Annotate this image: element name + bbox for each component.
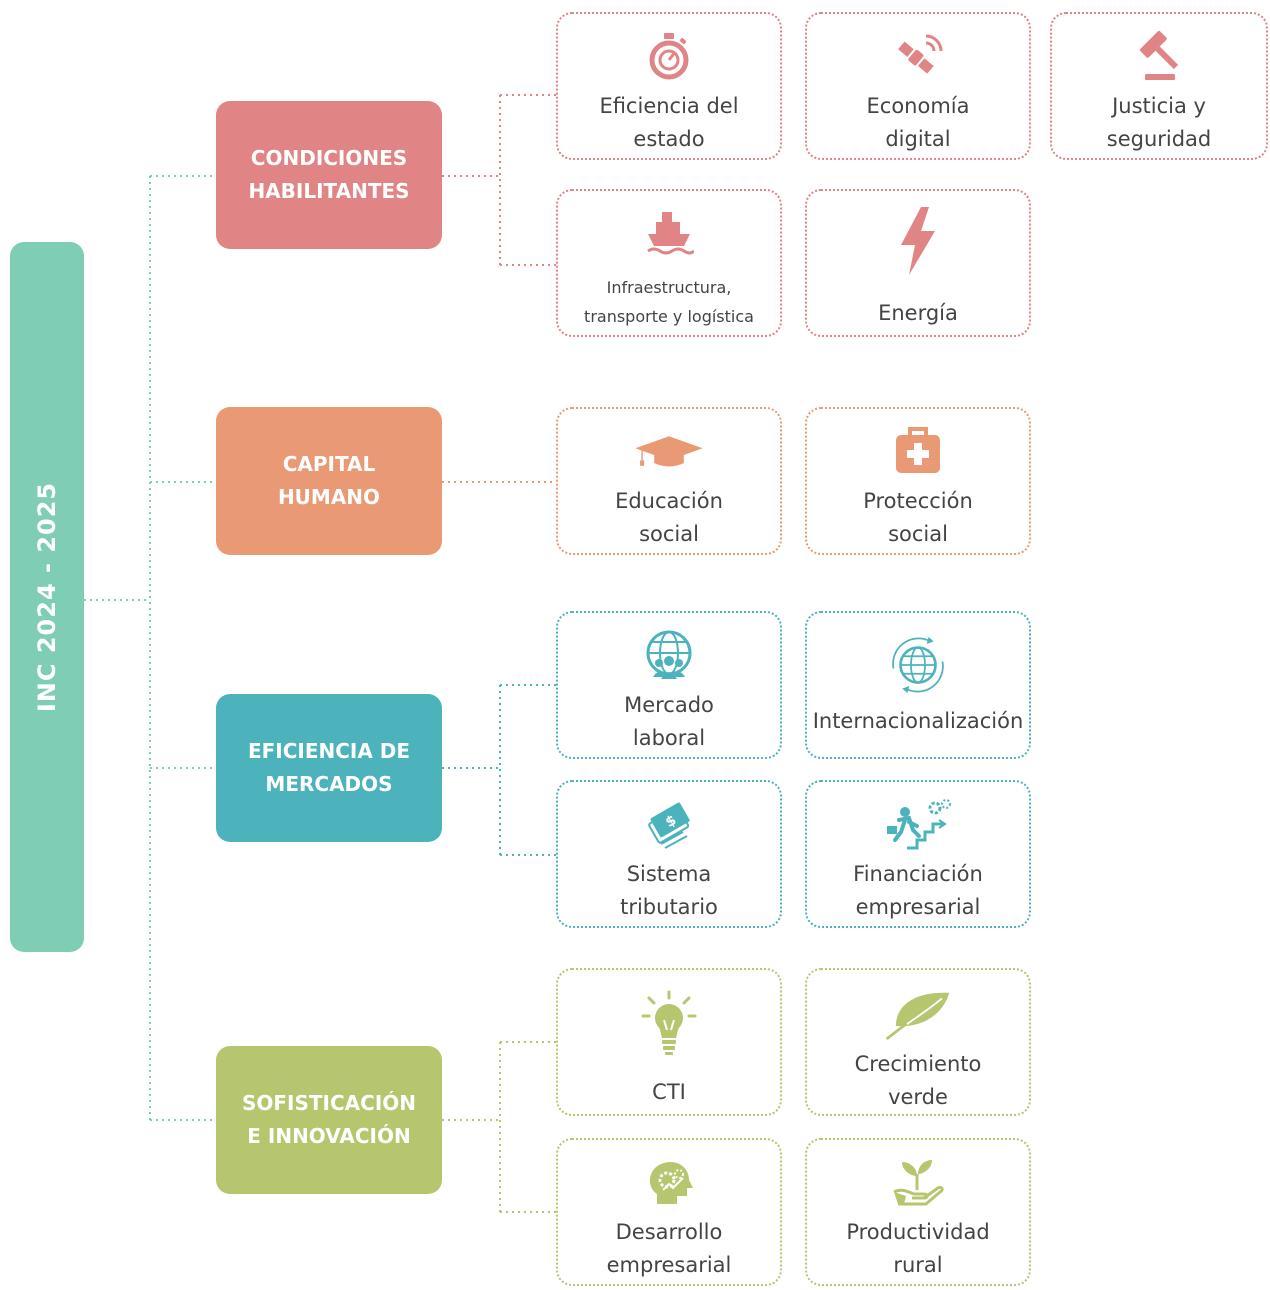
money-bills-icon: $ [634, 798, 704, 850]
graduation-cap-icon [634, 425, 704, 477]
card-label: rural [893, 1253, 943, 1277]
stopwatch-icon [634, 30, 704, 82]
card-financiacion-empresarial: Financiación empresarial [805, 780, 1031, 928]
pillar-condiciones-habilitantes: CONDICIONES HABILITANTES [216, 101, 442, 249]
card-label: Educación [615, 489, 723, 513]
pillar-label: SOFISTICACIÓN [241, 1091, 416, 1115]
first-aid-kit-icon [883, 425, 953, 477]
card-energia: Energía [805, 189, 1031, 337]
gavel-icon [1124, 30, 1194, 82]
card-label: laboral [632, 726, 706, 750]
card-label: empresarial [606, 1253, 732, 1277]
stairs-businessman-icon [883, 798, 953, 850]
card-label: Mercado [624, 693, 714, 717]
root-node: INC 2024 - 2025 [10, 242, 84, 952]
card-label: Eficiencia del [599, 94, 739, 118]
card-justicia-y-seguridad: Justicia y seguridad [1050, 12, 1268, 160]
card-mercado-laboral: Mercado laboral [556, 611, 782, 759]
pillar-sofisticacion-e-innovacion: SOFISTICACIÓN E INNOVACIÓN [216, 1046, 442, 1194]
card-label: tributario [620, 895, 718, 919]
card-label: estado [633, 127, 705, 151]
pillar-label: EFICIENCIA DE [247, 739, 411, 763]
card-economia-digital: Economía digital [805, 12, 1031, 160]
leaf-icon [883, 986, 953, 1044]
pillar-label: MERCADOS [265, 772, 393, 796]
card-productividad-rural: Productividad rural [805, 1138, 1031, 1286]
lightbulb-icon [634, 984, 704, 1056]
ship-icon [634, 207, 704, 259]
pillar-capital-humano: CAPITAL HUMANO [216, 407, 442, 555]
card-label: seguridad [1106, 127, 1212, 151]
card-label: Sistema [626, 862, 712, 886]
card-label: Desarrollo [615, 1220, 723, 1244]
lightning-icon [883, 205, 953, 277]
card-label: Infraestructura, [606, 278, 732, 297]
head-gears-icon [634, 1156, 704, 1208]
card-crecimiento-verde: Crecimiento verde [805, 968, 1031, 1116]
card-label: verde [888, 1085, 948, 1109]
card-sistema-tributario: $ Sistema tributario [556, 780, 782, 928]
pillar-label: CONDICIONES [250, 146, 408, 170]
card-desarrollo-empresarial: Desarrollo empresarial [556, 1138, 782, 1286]
pillar-label: E INNOVACIÓN [247, 1124, 411, 1148]
card-label: empresarial [855, 895, 981, 919]
card-label: transporte y logística [584, 307, 754, 326]
card-label: Economía [866, 94, 970, 118]
card-label: Energía [878, 301, 958, 325]
card-label: Financiación [853, 862, 983, 886]
card-internacionalizacion: Internacionalización [805, 611, 1031, 759]
card-label: social [888, 522, 948, 546]
root-label: INC 2024 - 2025 [33, 481, 61, 713]
pillar-eficiencia-de-mercados: EFICIENCIA DE MERCADOS [216, 694, 442, 842]
card-cti: CTI [556, 968, 782, 1116]
card-label: CTI [652, 1080, 686, 1104]
pillar-label: HABILITANTES [248, 179, 410, 203]
card-label: digital [885, 127, 951, 151]
card-label: Protección [863, 489, 973, 513]
sprout-hand-icon [883, 1156, 953, 1208]
card-label: Justicia y [1112, 94, 1206, 118]
card-eficiencia-del-estado: Eficiencia del estado [556, 12, 782, 160]
globe-arrows-icon [883, 629, 953, 701]
card-educacion-social: Educación social [556, 407, 782, 555]
pillar-label: CAPITAL [282, 452, 376, 476]
card-label: Crecimiento [854, 1052, 982, 1076]
satellite-icon [883, 30, 953, 82]
card-infraestructura: Infraestructura, transporte y logística [556, 189, 782, 337]
globe-people-icon [634, 629, 704, 681]
card-label: Internacionalización [812, 709, 1024, 733]
card-proteccion-social: Protección social [805, 407, 1031, 555]
pillar-label: HUMANO [277, 485, 381, 509]
card-label: social [639, 522, 699, 546]
card-label: Productividad [846, 1220, 990, 1244]
